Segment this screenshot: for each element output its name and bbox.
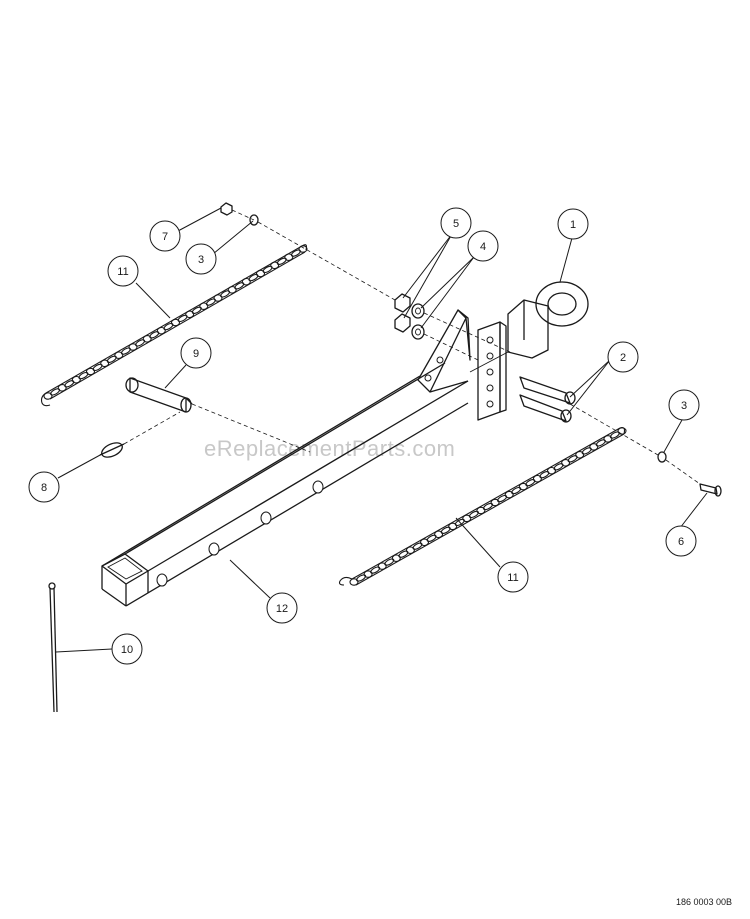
leader-lines	[55, 207, 708, 653]
chain-link	[567, 455, 578, 463]
chain-link	[298, 245, 308, 253]
svg-text:3: 3	[198, 254, 204, 266]
chain-link	[92, 363, 103, 372]
chain-link	[177, 314, 188, 323]
callout-11-lower: 11	[497, 561, 529, 593]
cotter-pin	[48, 582, 58, 713]
svg-text:11: 11	[507, 572, 518, 584]
chain-link	[149, 331, 160, 339]
callout-3-upper: 3	[185, 243, 217, 275]
chain-link	[595, 439, 606, 447]
svg-text:11: 11	[117, 266, 128, 278]
chain-link	[440, 526, 451, 534]
chain-link	[120, 347, 131, 355]
callout-1: 1	[557, 208, 589, 240]
bolt-right	[699, 483, 722, 497]
chain-link	[262, 265, 273, 274]
svg-text:12: 12	[276, 603, 288, 615]
chain-link	[290, 249, 301, 257]
chain-link	[525, 479, 536, 487]
chain-link	[426, 534, 437, 542]
chain-link	[511, 486, 522, 495]
chain-link	[50, 388, 61, 396]
hitch-pin	[125, 377, 193, 413]
chain-link	[64, 380, 75, 388]
callout-6: 6	[665, 525, 697, 557]
chain-link	[234, 282, 245, 290]
bolts	[519, 376, 576, 423]
chain-link	[497, 494, 508, 503]
svg-text:1: 1	[570, 219, 576, 231]
svg-text:9: 9	[193, 348, 199, 360]
callout-7: 7	[149, 220, 181, 252]
nut-and-washer-upper	[220, 202, 259, 226]
callout-2: 2	[607, 341, 639, 373]
callout-4: 4	[467, 230, 499, 262]
chain-link	[553, 463, 564, 471]
watermark: eReplacementParts.com	[204, 436, 455, 461]
chain-link	[581, 447, 592, 455]
document-number: 186 0003 00B	[675, 897, 732, 907]
svg-text:10: 10	[121, 644, 133, 656]
chain-link	[78, 371, 89, 380]
chain-lower	[338, 427, 627, 586]
chain-link	[191, 306, 202, 314]
chain-link	[468, 510, 479, 519]
svg-text:3: 3	[681, 400, 687, 412]
svg-text:5: 5	[453, 218, 459, 230]
callout-5: 5	[440, 207, 472, 239]
chain-link	[356, 574, 367, 582]
chain-link	[163, 322, 174, 331]
svg-text:7: 7	[162, 231, 168, 243]
chain-link	[412, 542, 423, 550]
chain-link	[482, 502, 494, 511]
lynch-clip	[99, 442, 125, 458]
callout-9: 9	[180, 337, 212, 369]
chain-link	[205, 298, 216, 306]
chain-link	[384, 558, 395, 566]
chain-link	[106, 355, 117, 363]
chain-link	[220, 290, 231, 298]
washer-right	[657, 451, 667, 463]
chain-link	[248, 273, 259, 282]
chain-link	[370, 566, 381, 574]
square-tube-tongue	[101, 362, 469, 607]
callout-11-upper: 11	[107, 255, 139, 287]
chain-link	[135, 339, 146, 347]
callout-12: 12	[266, 592, 298, 624]
callout-3-right: 3	[668, 389, 700, 421]
svg-text:6: 6	[678, 536, 684, 548]
nuts-and-washers	[394, 293, 425, 340]
chain-upper	[40, 244, 308, 407]
tow-ring-hitch	[469, 281, 589, 373]
svg-text:8: 8	[41, 482, 47, 494]
chain-link	[276, 257, 287, 265]
chain-link	[617, 427, 627, 435]
callout-10: 10	[111, 633, 143, 665]
chain-link	[398, 550, 409, 558]
svg-text:2: 2	[620, 352, 626, 364]
callout-8: 8	[28, 471, 60, 503]
svg-text:4: 4	[480, 241, 486, 253]
assembly-lines	[123, 209, 701, 485]
chain-link	[539, 471, 550, 479]
